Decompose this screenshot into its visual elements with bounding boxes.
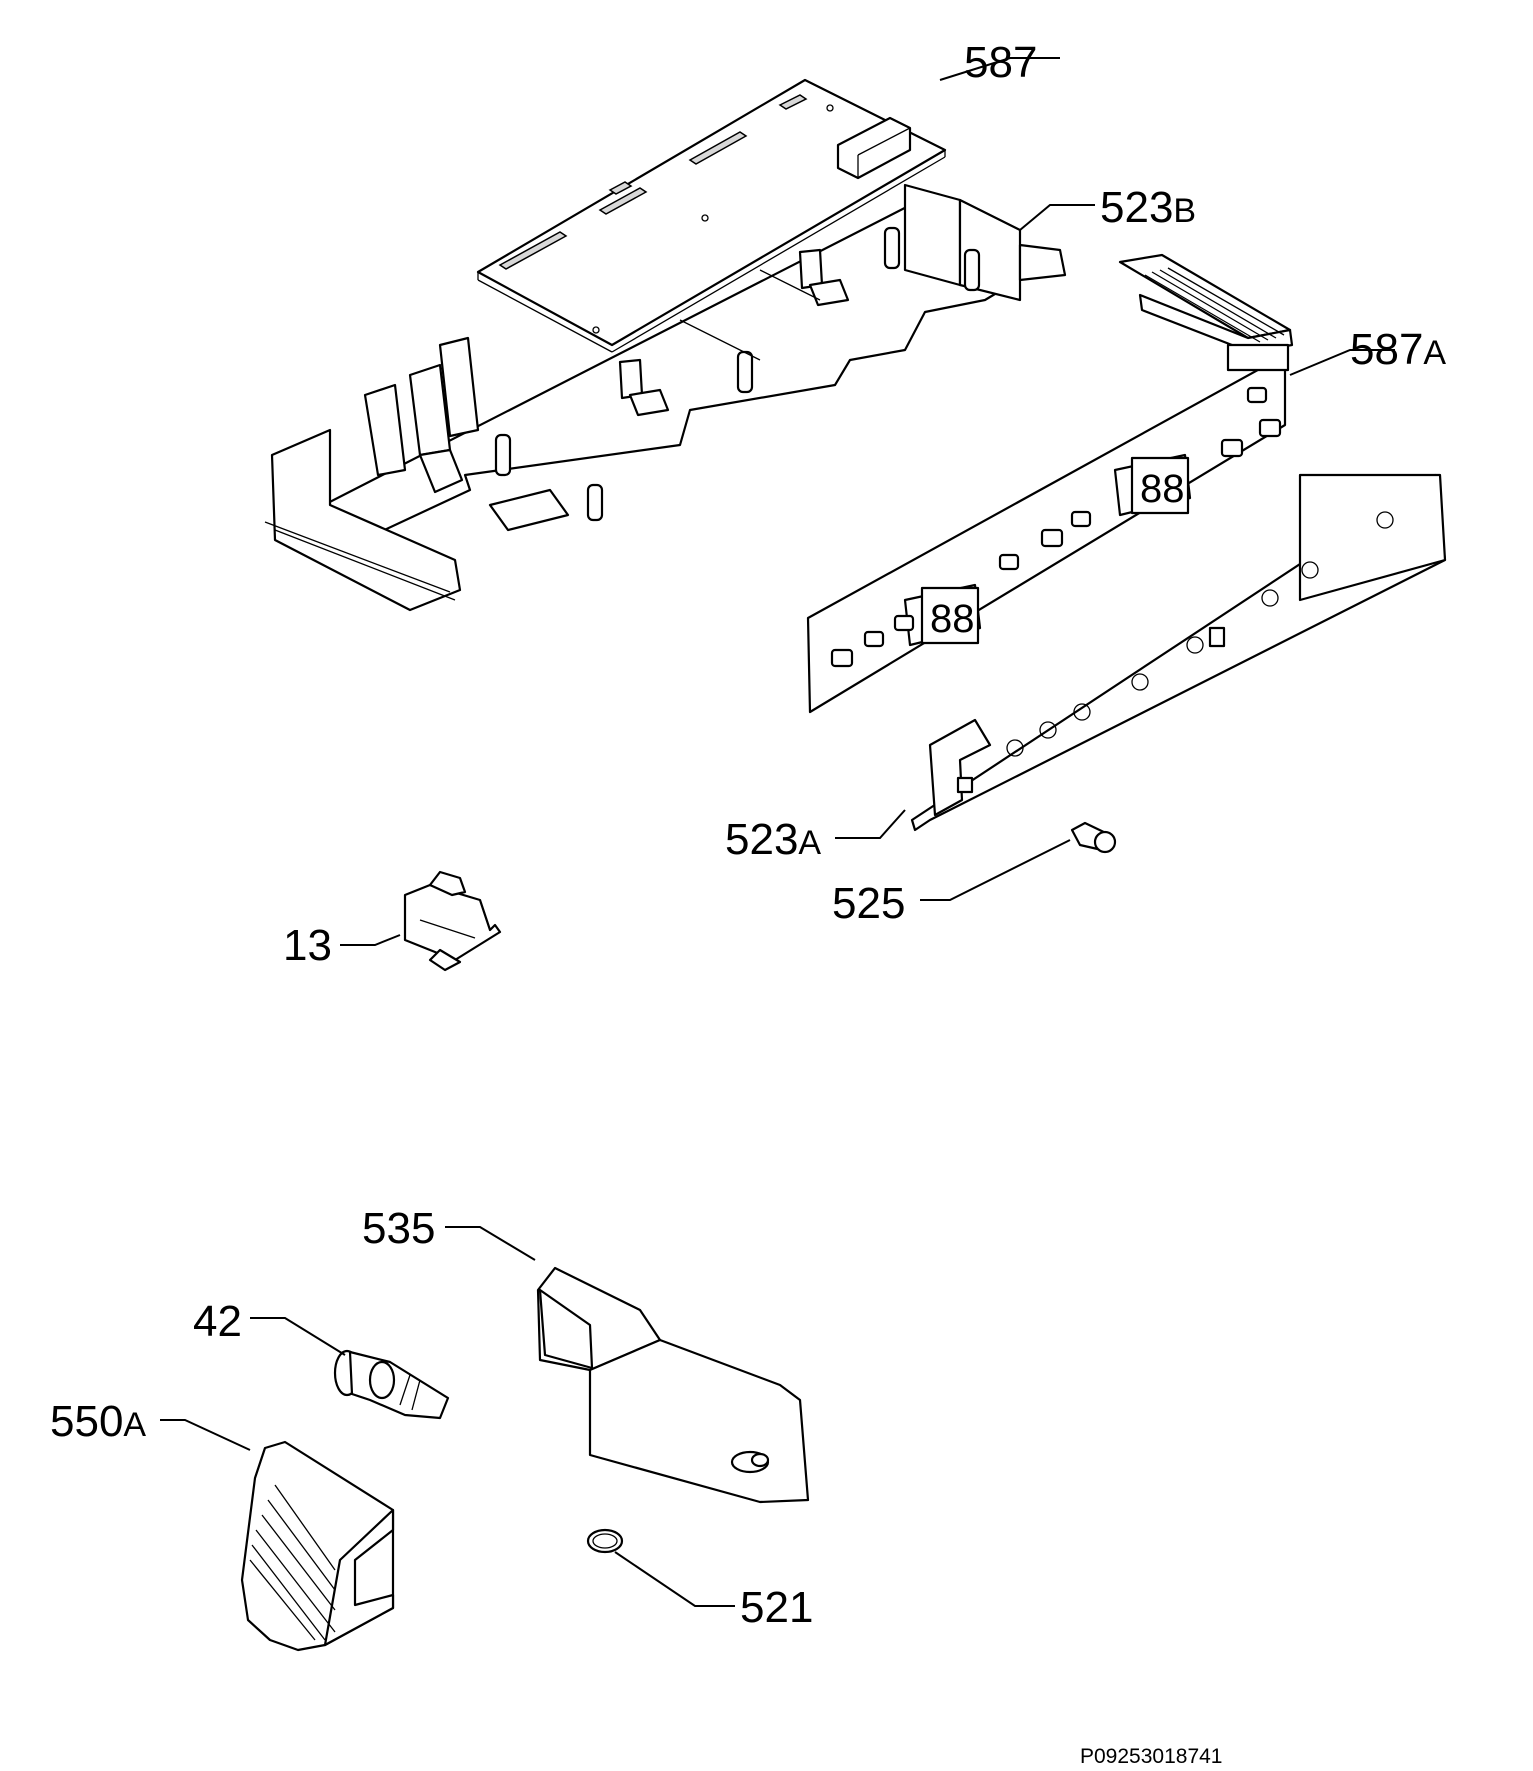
part-521-ring [586,1528,624,1554]
svg-text:88: 88 [1140,467,1185,511]
display-digits-2: 88 [1113,453,1192,517]
part-535-knob-housing [536,1266,810,1504]
label-535: 535 [362,1204,435,1253]
label-525: 525 [832,879,905,928]
board-buttons [830,386,1282,668]
label-523a: 523A [725,815,821,864]
part-523a-front-frame [910,473,1447,832]
reference-code: P09253018741 [1080,1745,1222,1768]
part-labels: 587 523B 587A 523A 525 13 535 42 550A 52… [50,38,1446,1632]
label-523b: 523B [1100,183,1196,232]
part-587-main-board [476,78,947,353]
label-42: 42 [193,1297,242,1346]
part-13-switch [403,870,502,972]
leader-lines [160,57,1395,1607]
label-550a: 550A [50,1397,146,1446]
part-550a-knob [240,1440,395,1652]
label-13: 13 [283,921,332,970]
svg-text:88: 88 [930,597,975,641]
display-digits-1: 88 [903,583,982,647]
label-521: 521 [740,1583,813,1632]
label-587a: 587A [1350,325,1446,374]
part-525-switch [1070,821,1117,854]
part-42-lamp-holder [333,1349,450,1420]
part-587a-display-board: 88 88 [806,253,1294,714]
label-587: 587 [964,38,1037,87]
part-523b-housing [264,183,1067,612]
